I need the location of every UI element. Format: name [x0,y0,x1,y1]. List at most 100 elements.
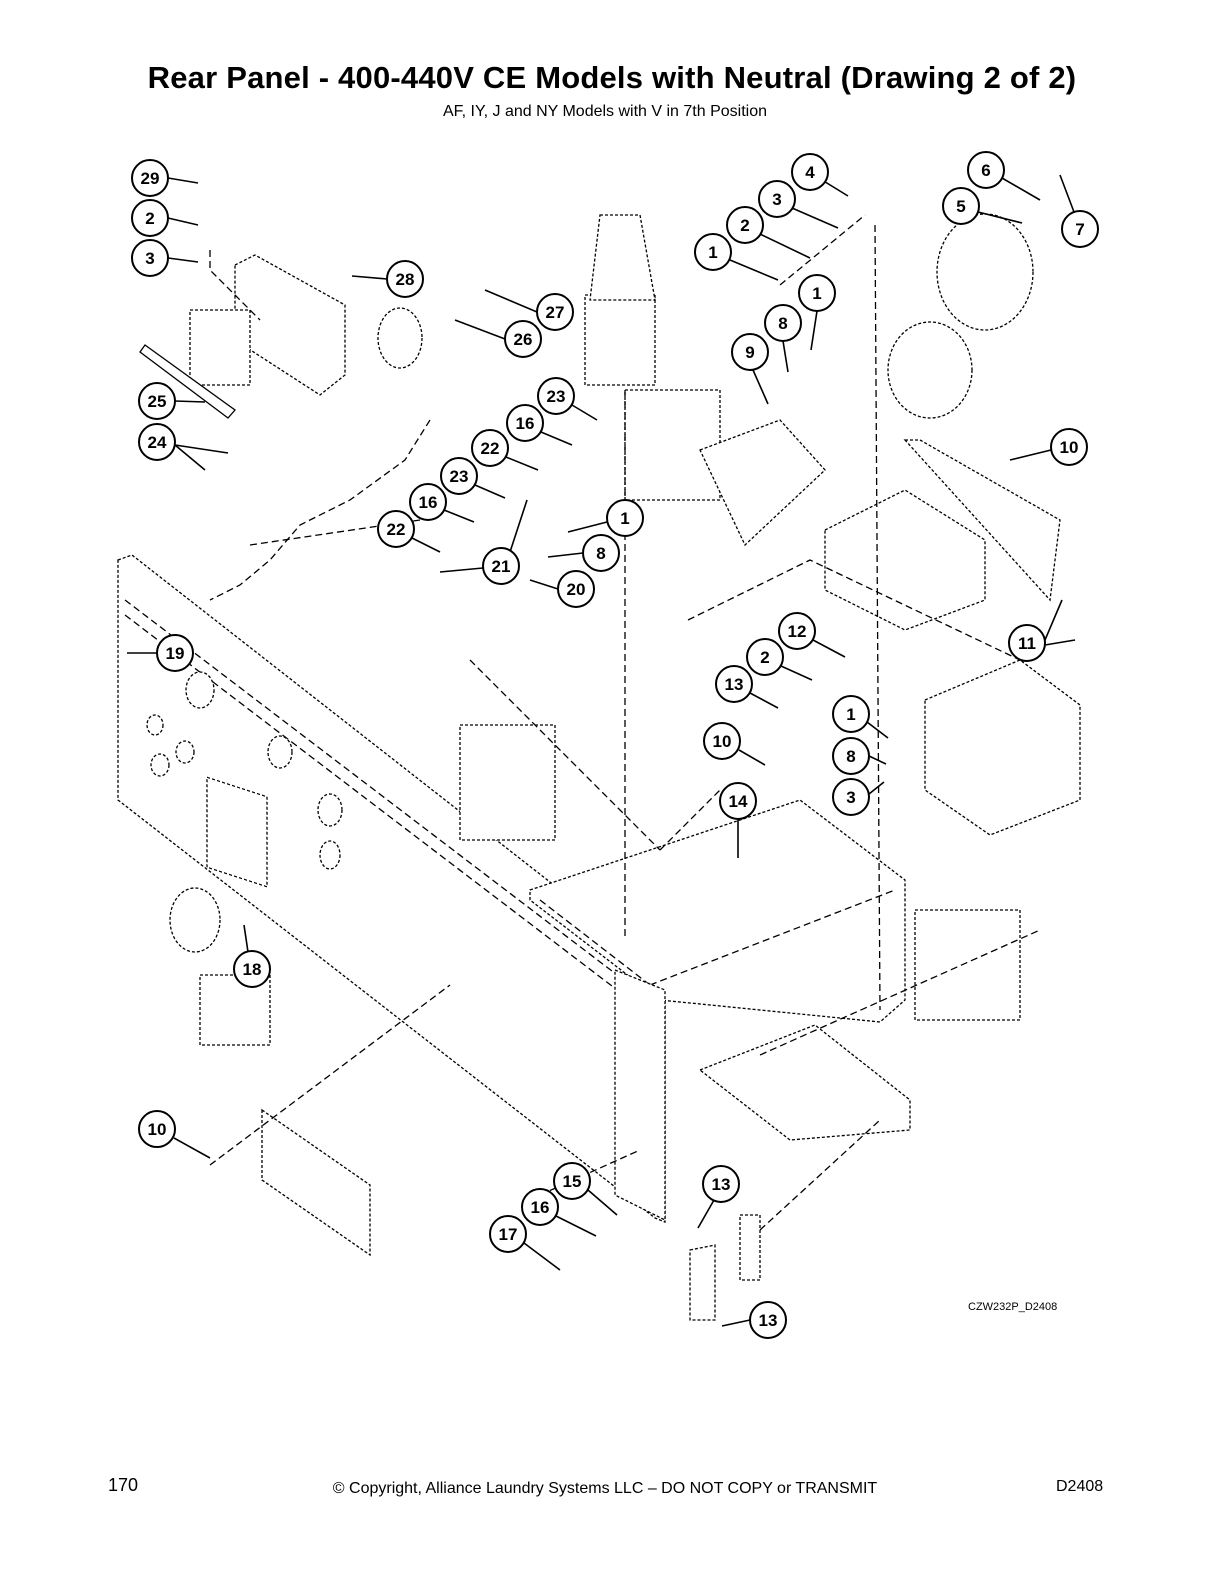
page-subtitle: AF, IY, J and NY Models with V in 7th Po… [442,103,768,120]
callout-13-upper: 13 [715,665,779,709]
svg-text:15: 15 [563,1172,582,1191]
svg-text:3: 3 [772,190,781,209]
svg-text:3: 3 [145,249,154,268]
svg-text:6: 6 [981,161,990,180]
callout-2-right: 2 [746,638,813,681]
callout-6: 6 [967,151,1041,201]
svg-text:5: 5 [956,197,965,216]
svg-text:29: 29 [141,169,160,188]
page-number: 170 [108,1475,139,1495]
callout-1-center: 1 [567,499,644,537]
callout-15: 15 [553,1162,618,1216]
svg-text:2: 2 [760,648,769,667]
svg-text:26: 26 [514,330,533,349]
svg-text:1: 1 [846,705,855,724]
svg-text:4: 4 [805,163,815,182]
callout-29: 29 [131,159,199,197]
parts-drawing [117,213,1081,1321]
svg-text:12: 12 [788,622,807,641]
svg-text:27: 27 [546,303,565,322]
svg-text:8: 8 [846,747,855,766]
callout-16-upper: 16 [506,404,573,446]
callout-23-upper: 23 [537,377,598,421]
svg-text:23: 23 [450,467,469,486]
callout-1-mid: 1 [798,274,836,351]
callout-24: 24 [138,423,229,471]
copyright-notice: © Copyright, Alliance Laundry Systems LL… [332,1480,878,1497]
callout-23-lower: 23 [440,457,506,499]
page-title: Rear Panel - 400-440V CE Models with Neu… [147,60,1077,95]
svg-text:13: 13 [712,1175,731,1194]
callout-10-lower: 10 [138,1110,211,1159]
callout-8-center: 8 [547,534,620,572]
svg-text:10: 10 [148,1120,167,1139]
callout-21: 21 [439,499,528,585]
callout-28: 28 [351,260,424,298]
callout-25: 25 [138,382,206,420]
callout-26: 26 [454,319,542,358]
callout-4: 4 [791,153,849,197]
callout-12: 12 [778,612,846,658]
callout-3-right: 3 [832,778,885,816]
svg-text:10: 10 [713,732,732,751]
callout-1-upper: 1 [694,233,779,281]
callout-2: 2 [131,199,199,237]
callout-10-middle: 10 [703,722,766,766]
svg-text:16: 16 [531,1198,550,1217]
svg-text:21: 21 [492,557,511,576]
svg-text:16: 16 [516,414,535,433]
svg-text:11: 11 [1018,634,1036,653]
svg-text:8: 8 [778,314,787,333]
callout-9: 9 [731,333,769,405]
callout-19: 19 [127,634,194,672]
svg-text:19: 19 [166,644,185,663]
callout-13-lower-upper: 13 [697,1165,740,1229]
callout-labels: 29 2 3 28 27 26 25 24 [127,151,1099,1339]
svg-text:22: 22 [387,520,406,539]
svg-text:23: 23 [547,387,566,406]
svg-text:10: 10 [1060,438,1079,457]
svg-text:24: 24 [148,433,167,452]
callout-5: 5 [942,187,1023,225]
svg-text:14: 14 [729,792,748,811]
callout-13-bottom: 13 [721,1301,787,1339]
svg-text:9: 9 [745,343,754,362]
callout-16-lower: 16 [409,483,475,523]
callout-18: 18 [233,924,271,988]
callout-2-upper: 2 [726,206,811,259]
svg-text:1: 1 [708,243,717,262]
callout-3: 3 [131,239,199,277]
callout-3-upper: 3 [758,180,839,229]
svg-text:25: 25 [148,392,167,411]
svg-text:16: 16 [419,493,438,512]
callout-14: 14 [719,782,757,858]
svg-text:8: 8 [596,544,605,563]
callout-11: 11 [1008,599,1076,662]
drawing-code: CZW232P_D2408 [968,1301,1057,1313]
callout-22-upper: 22 [471,429,539,471]
svg-text:1: 1 [620,509,629,528]
svg-text:13: 13 [725,675,744,694]
callout-10-upper: 10 [1009,428,1088,466]
svg-text:3: 3 [846,788,855,807]
callout-8-right: 8 [832,737,887,775]
callout-7: 7 [1059,174,1099,248]
svg-text:18: 18 [243,960,262,979]
callout-27: 27 [484,289,574,331]
svg-text:1: 1 [812,284,821,303]
svg-text:22: 22 [481,439,500,458]
svg-text:7: 7 [1075,220,1084,239]
callout-22-lower: 22 [377,510,441,553]
svg-text:2: 2 [740,216,749,235]
callout-16-bottom: 16 [521,1188,597,1237]
svg-text:2: 2 [145,209,154,228]
svg-text:20: 20 [567,580,586,599]
svg-text:17: 17 [499,1225,518,1244]
callout-17: 17 [489,1215,561,1271]
callout-1-right: 1 [832,695,889,739]
document-code: D2408 [1056,1478,1104,1495]
callout-8-upper: 8 [764,304,802,373]
svg-text:13: 13 [759,1311,778,1330]
callout-20: 20 [529,570,595,608]
